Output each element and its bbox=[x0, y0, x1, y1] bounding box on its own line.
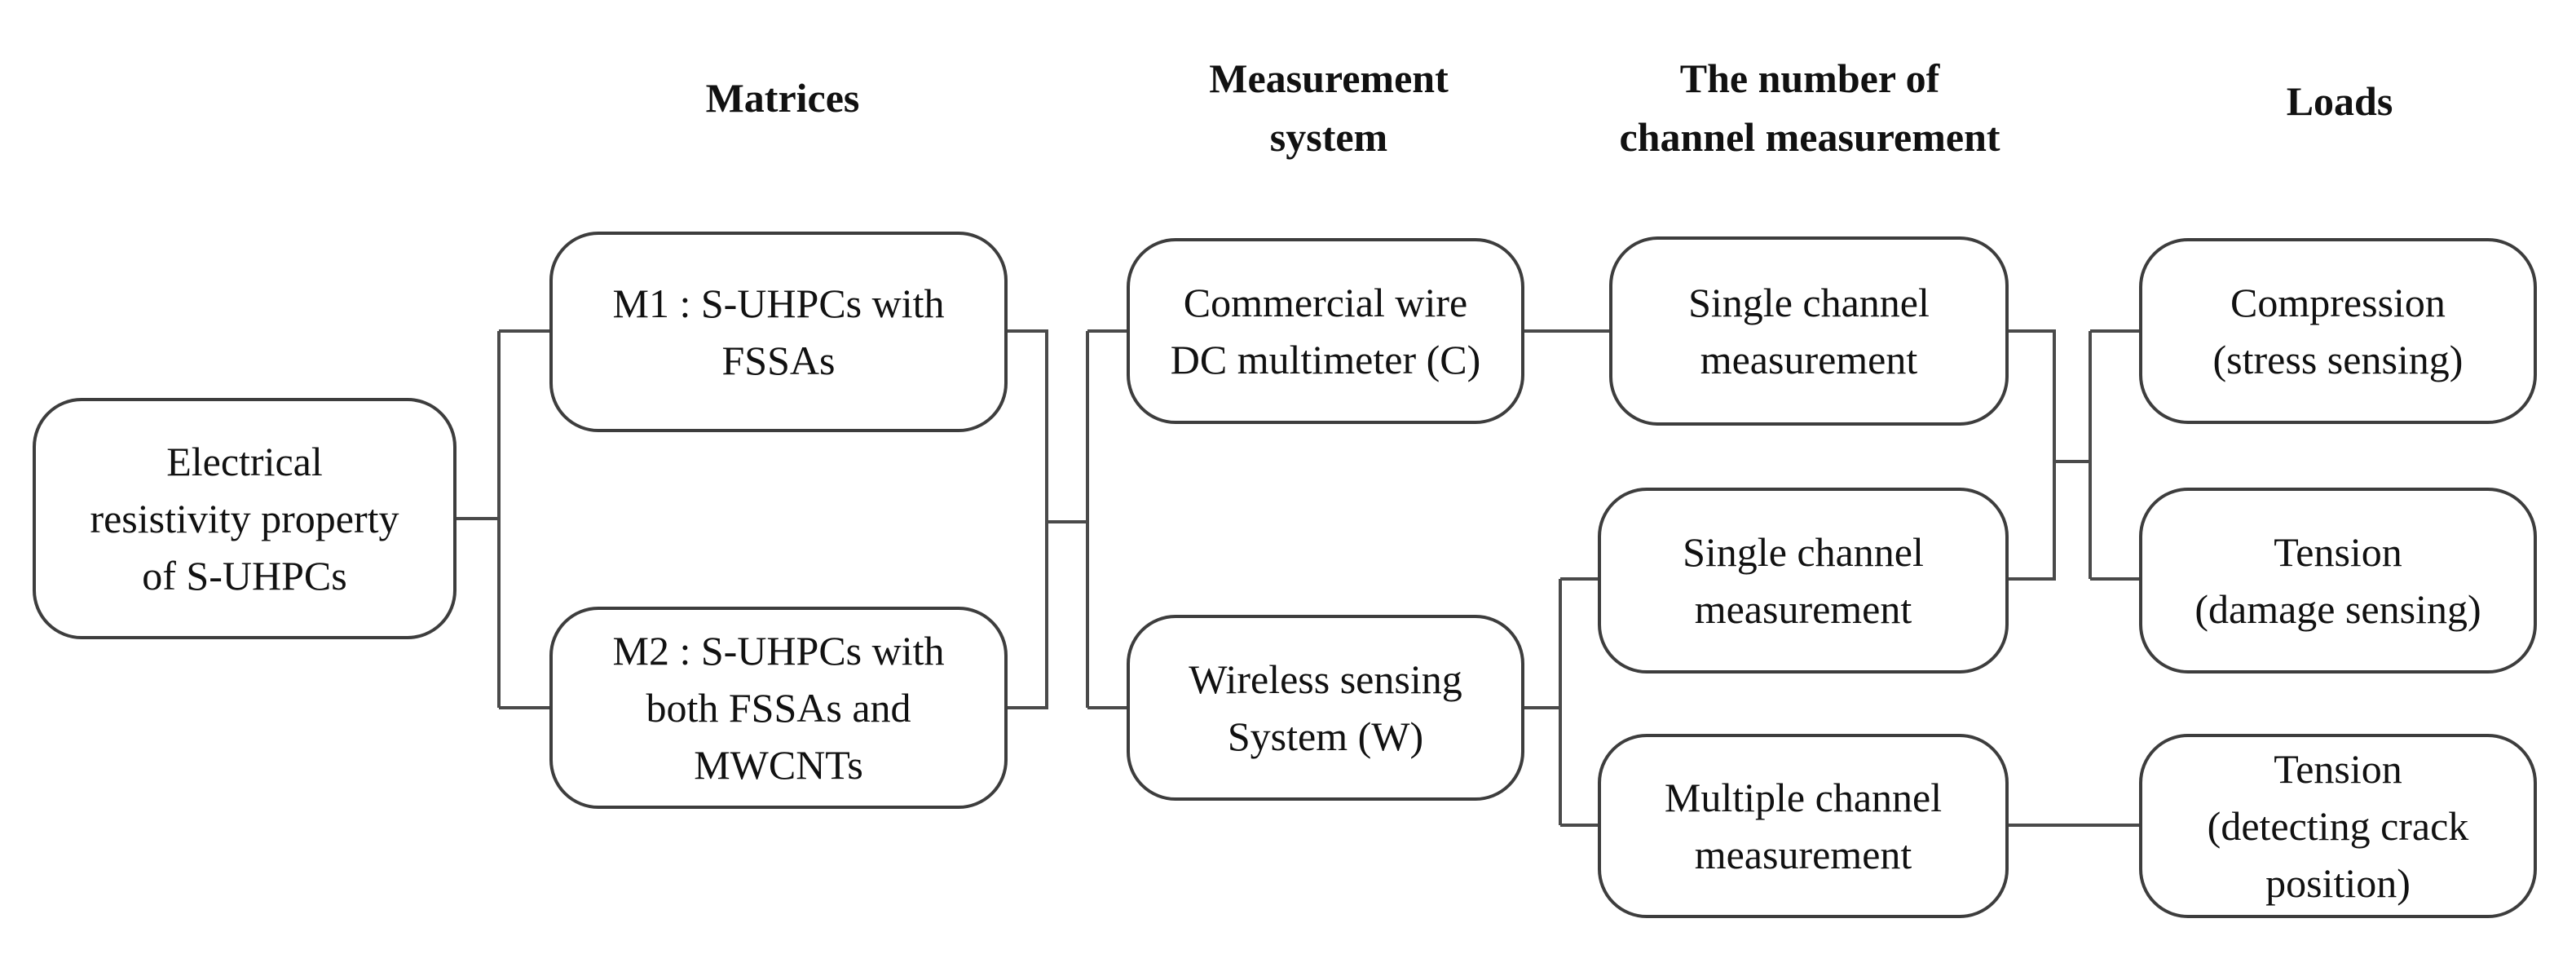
node-single-wireless: Single channel measurement bbox=[1598, 488, 2009, 674]
header-measurement-system: Measurement system bbox=[1209, 55, 1449, 160]
node-compression: Compression (stress sensing) bbox=[2139, 238, 2537, 424]
header-loads: Loads bbox=[2286, 78, 2393, 124]
node-tension-crack: Tension (detecting crack position) bbox=[2139, 734, 2537, 918]
connector-single-loads bbox=[2009, 329, 2139, 581]
node-root: Electrical resistivity property of S-UHP… bbox=[33, 398, 457, 639]
header-channel-number: The number of channel measurement bbox=[1619, 55, 2000, 160]
node-m2: M2 : S-UHPCs with both FSSAs and MWCNTs bbox=[549, 607, 1008, 809]
header-matrices: Matrices bbox=[705, 75, 860, 121]
connector-matrices-systems bbox=[1008, 329, 1127, 709]
node-commercial: Commercial wire DC multimeter (C) bbox=[1127, 238, 1524, 424]
connector-wireless-channels bbox=[1524, 577, 1598, 827]
connector-root-matrices bbox=[457, 329, 549, 709]
node-single-commercial: Single channel measurement bbox=[1609, 236, 2009, 426]
node-wireless: Wireless sensing System (W) bbox=[1127, 615, 1524, 801]
node-tension-damage: Tension (damage sensing) bbox=[2139, 488, 2537, 674]
node-multiple-wireless: Multiple channel measurement bbox=[1598, 734, 2009, 918]
node-m1: M1 : S-UHPCs with FSSAs bbox=[549, 232, 1008, 432]
